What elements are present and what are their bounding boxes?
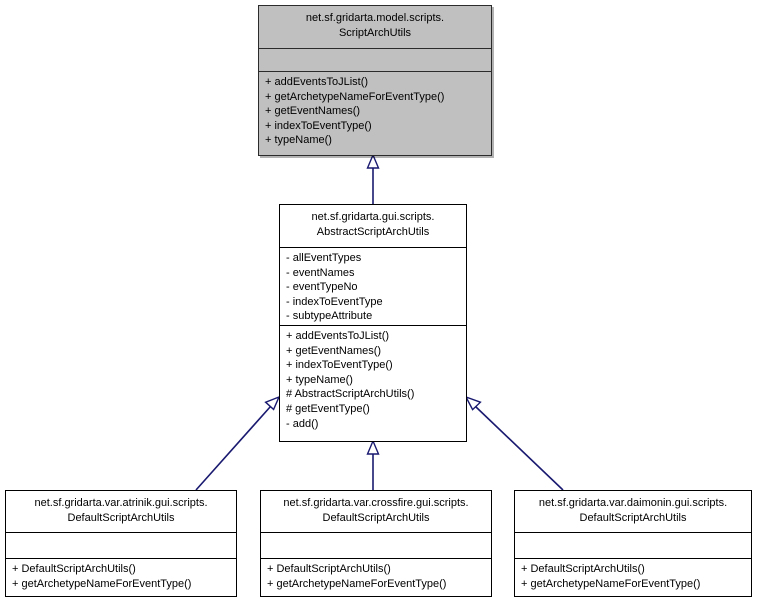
- class-box-daimonin-default-script-arch-utils[interactable]: net.sf.gridarta.var.daimonin.gui.scripts…: [514, 490, 752, 597]
- class-divider: [259, 48, 491, 49]
- attributes-compartment-daimonin-default: [515, 533, 751, 558]
- class-divider: [280, 325, 466, 326]
- attributes-compartment-atrinik-default: [6, 533, 236, 558]
- edge-daimonin-to-abstract: [464, 395, 564, 491]
- attribute-row: - subtypeAttribute: [286, 310, 373, 323]
- operation-row: - add(): [286, 417, 319, 430]
- attribute-row: - indexToEventType: [286, 295, 383, 308]
- class-divider: [259, 71, 491, 72]
- operation-row: + getArchetypeNameForEventType(): [521, 577, 701, 590]
- attribute-row: - eventNames: [286, 266, 355, 279]
- class-divider: [515, 532, 751, 533]
- operation-row: + addEventsToJList(): [286, 330, 390, 342]
- class-title-daimonin-default: net.sf.gridarta.var.daimonin.gui.scripts…: [538, 497, 728, 524]
- edge-crossfire-to-abstract: [366, 439, 380, 490]
- attributes-compartment-crossfire-default: [261, 533, 491, 558]
- edge-atrinik-to-abstract: [195, 395, 281, 491]
- attributes-compartment-abstract-script-arch-utils: - allEventTypes - eventNames - eventType…: [280, 248, 466, 325]
- class-divider: [6, 558, 236, 559]
- class-title-crossfire-default: net.sf.gridarta.var.crossfire.gui.script…: [283, 497, 469, 524]
- edge-abstract-to-scriptarchutils: [366, 153, 380, 204]
- operation-row: # AbstractScriptArchUtils(): [286, 388, 415, 401]
- class-box-crossfire-default-script-arch-utils[interactable]: net.sf.gridarta.var.crossfire.gui.script…: [260, 490, 492, 597]
- operations-compartment-atrinik-default: + DefaultScriptArchUtils() + getArchetyp…: [6, 559, 236, 594]
- class-box-script-arch-utils[interactable]: net.sf.gridarta.model.scripts. ScriptArc…: [258, 5, 492, 156]
- operation-row: + getEventNames(): [286, 344, 382, 357]
- attribute-row: - allEventTypes: [286, 252, 362, 264]
- class-divider: [261, 558, 491, 559]
- class-divider: [261, 532, 491, 533]
- operation-row: + getArchetypeNameForEventType(): [12, 577, 192, 590]
- operation-row: + DefaultScriptArchUtils(): [267, 563, 391, 575]
- operations-compartment-abstract-script-arch-utils: + addEventsToJList() + getEventNames() +…: [280, 326, 466, 434]
- operation-row: + getEventNames(): [265, 105, 361, 118]
- class-box-atrinik-default-script-arch-utils[interactable]: net.sf.gridarta.var.atrinik.gui.scripts.…: [5, 490, 237, 597]
- operation-row: + DefaultScriptArchUtils(): [12, 563, 136, 575]
- operations-compartment-daimonin-default: + DefaultScriptArchUtils() + getArchetyp…: [515, 559, 751, 594]
- operation-row: + typeName(): [265, 134, 332, 147]
- operation-row: + getArchetypeNameForEventType(): [267, 577, 447, 590]
- class-title-abstract-script-arch-utils: net.sf.gridarta.gui.scripts. AbstractScr…: [311, 211, 435, 238]
- operations-compartment-script-arch-utils: + addEventsToJList() + getArchetypeNameF…: [259, 72, 491, 151]
- operation-row: + typeName(): [286, 373, 353, 386]
- attribute-row: - eventTypeNo: [286, 281, 358, 294]
- operation-row: + indexToEventType(): [286, 359, 393, 372]
- class-divider: [280, 247, 466, 248]
- class-divider: [6, 532, 236, 533]
- operations-compartment-crossfire-default: + DefaultScriptArchUtils() + getArchetyp…: [261, 559, 491, 594]
- class-title-atrinik-default: net.sf.gridarta.var.atrinik.gui.scripts.…: [34, 497, 208, 524]
- class-title-script-arch-utils: net.sf.gridarta.model.scripts. ScriptArc…: [305, 12, 445, 39]
- operation-row: + addEventsToJList(): [265, 76, 369, 88]
- operation-row: + getArchetypeNameForEventType(): [265, 90, 445, 103]
- class-box-abstract-script-arch-utils[interactable]: net.sf.gridarta.gui.scripts. AbstractScr…: [279, 204, 467, 442]
- operation-row: # getEventType(): [286, 402, 370, 415]
- operation-row: + DefaultScriptArchUtils(): [521, 563, 645, 575]
- class-divider: [515, 558, 751, 559]
- attributes-compartment-script-arch-utils: [259, 49, 491, 71]
- operation-row: + indexToEventType(): [265, 119, 372, 132]
